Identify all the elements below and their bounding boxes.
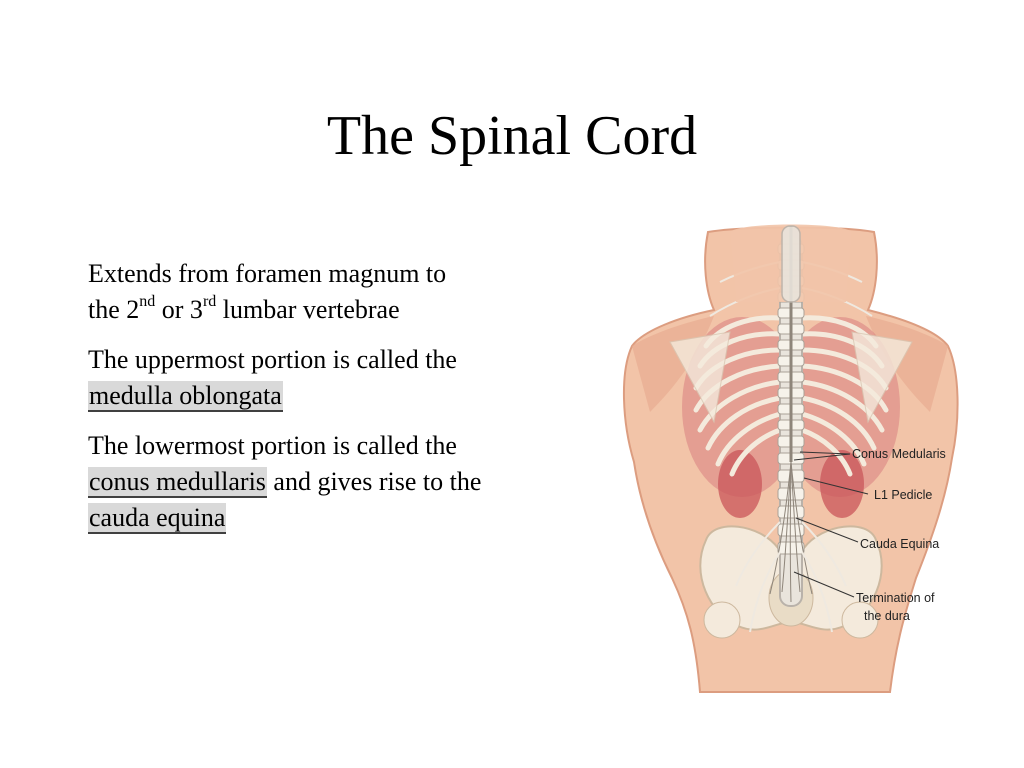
cervical-column: [781, 225, 801, 303]
bullet-uppermost-line-1: The uppermost portion is called the: [88, 345, 457, 374]
label-conus-medularis: Conus Medularis: [852, 447, 946, 461]
cauda-equina-nerves: [769, 461, 813, 603]
label-termination-line-1: Termination of: [856, 591, 935, 605]
label-cauda-equina: Cauda Equina: [860, 537, 939, 551]
leader-conus: [799, 451, 851, 455]
leader-cauda: [795, 517, 859, 543]
scapula-right: [851, 331, 913, 424]
text-lumbar-vertebrae: lumbar vertebrae: [216, 295, 400, 324]
bullet-list: Extends from foramen magnum to the 2nd o…: [88, 256, 618, 550]
bullet-extent-line-2: the 2nd or 3rd lumbar vertebrae: [88, 292, 618, 328]
leader-pedicle: [803, 477, 869, 495]
bullet-lowermost: The lowermost portion is called the conu…: [88, 428, 618, 536]
label-termination-line-2: the dura: [864, 609, 910, 623]
scapula-left: [669, 331, 731, 424]
bullet-extent-line-1: Extends from foramen magnum to: [88, 259, 447, 288]
label-l1-pedicle: L1 Pedicle: [874, 488, 932, 502]
kidney-right: [820, 450, 864, 518]
bullet-lowermost-line-2: conus medullaris and gives rise to the: [88, 464, 618, 500]
term-conus-medullaris: conus medullaris: [88, 467, 267, 498]
slide-title: The Spinal Cord: [326, 105, 698, 167]
femur-head-left: [703, 601, 741, 639]
bullet-uppermost: The uppermost portion is called the medu…: [88, 342, 618, 414]
text-or-3: or 3: [155, 295, 203, 324]
superscript-rd: rd: [202, 293, 217, 311]
spine-anatomy-illustration: Conus Medularis L1 Pedicle Cauda Equina …: [622, 224, 959, 693]
bullet-lowermost-line-3: cauda equina: [88, 500, 618, 536]
superscript-nd: nd: [139, 293, 156, 311]
term-cauda-equina: cauda equina: [88, 503, 227, 534]
leader-lines: [793, 451, 869, 598]
kidney-left: [718, 450, 762, 518]
text-gives-rise: and gives rise to the: [266, 467, 482, 496]
term-medulla-oblongata: medulla oblongata: [88, 381, 283, 412]
femur-head-right: [841, 601, 879, 639]
bullet-extent: Extends from foramen magnum to the 2nd o…: [88, 256, 618, 328]
bullet-lowermost-line-1: The lowermost portion is called the: [88, 431, 457, 460]
bullet-uppermost-line-2: medulla oblongata: [88, 378, 618, 414]
leader-termination: [793, 571, 855, 598]
text-the-2: the 2: [88, 295, 140, 324]
